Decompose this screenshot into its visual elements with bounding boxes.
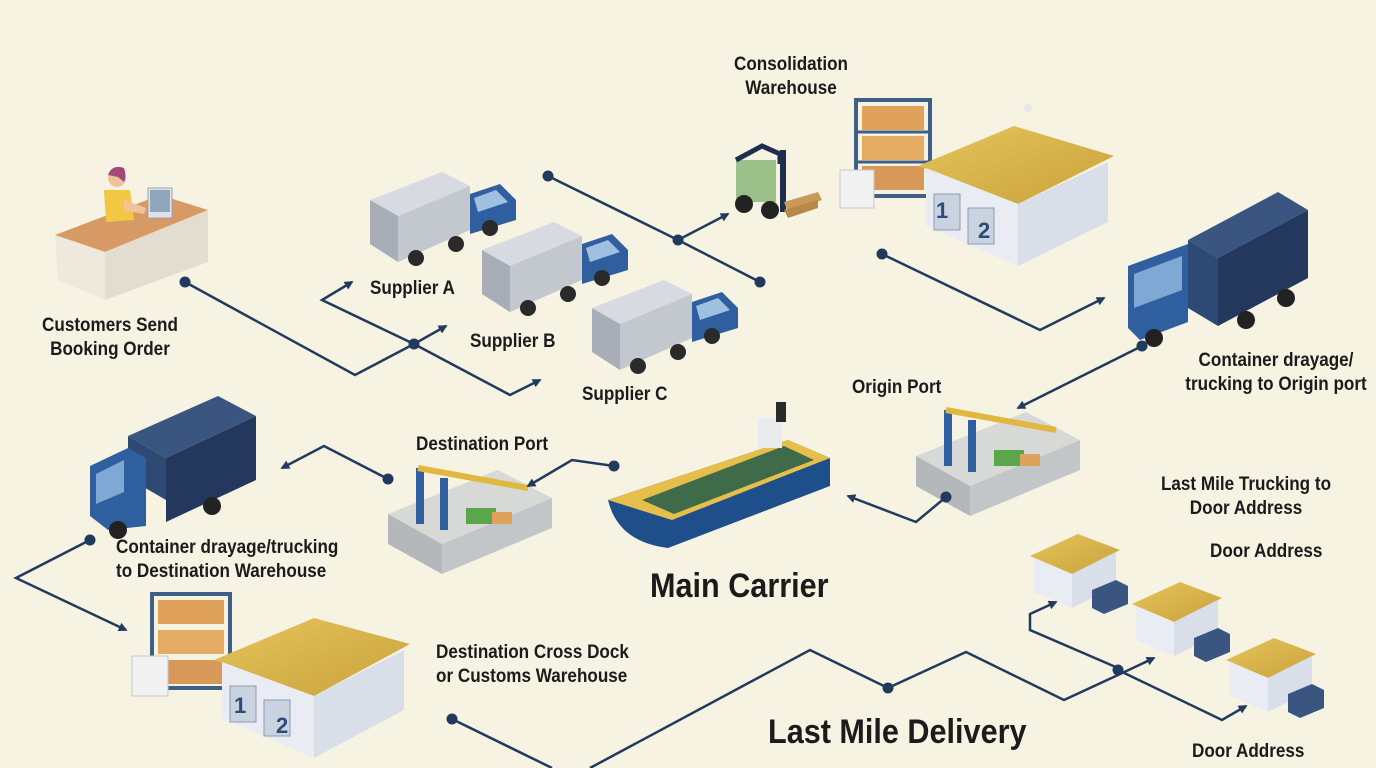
- destination-shelf-icon: [131, 592, 232, 697]
- label-consolidation-warehouse: Consolidation Warehouse: [734, 54, 848, 99]
- label-last-mile-trucking: Last Mile Trucking to Door Address: [1160, 474, 1332, 519]
- origin-drayage-truck-icon: [1128, 192, 1308, 347]
- label-destination-cross-dock: Destination Cross Dock or Customs Wareho…: [436, 642, 629, 687]
- label-door-address-2: Door Address: [1192, 741, 1305, 762]
- customer-desk-icon: [55, 166, 208, 300]
- connector-warehouse-drayage: [881, 252, 1106, 332]
- door-address-house-1-icon: [1030, 534, 1128, 614]
- label-origin-port: Origin Port: [852, 377, 942, 398]
- label-door-address-1: Door Address: [1210, 541, 1323, 562]
- connector-last-mile-main: [589, 648, 1119, 768]
- label-supplier-a: Supplier A: [370, 278, 455, 299]
- destination-door-1: 1: [234, 693, 247, 718]
- consolidation-door-1: 1: [936, 198, 949, 223]
- connector-drayage-origin-port: [1016, 344, 1143, 410]
- connector-customers-hub: [184, 280, 415, 377]
- label-supplier-c: Supplier C: [582, 384, 668, 405]
- label-last-mile-delivery: Last Mile Delivery: [768, 713, 1027, 751]
- connector-to-supplier-c: [413, 342, 542, 397]
- consolidation-door-2: 2: [978, 218, 991, 243]
- door-address-house-2-icon: [1132, 582, 1230, 662]
- connector-to-supplier-a: [319, 280, 415, 346]
- supplier-a-truck-icon: [370, 172, 516, 266]
- consolidation-warehouse-icon: [918, 104, 1114, 266]
- label-drayage-origin: Container drayage/ trucking to Origin po…: [1185, 350, 1367, 395]
- cargo-ship-icon: [608, 402, 830, 548]
- connector-nodes: [84, 170, 1148, 725]
- connector-origin-port-ship: [846, 494, 947, 524]
- destination-warehouse-icon: [214, 618, 410, 758]
- supplier-b-truck-icon: [482, 222, 628, 316]
- destination-port-crane-icon: [388, 465, 552, 574]
- connector-suppliers-consolidation: [547, 174, 730, 242]
- label-main-carrier: Main Carrier: [650, 567, 829, 605]
- label-customers: Customers Send Booking Order: [42, 315, 178, 360]
- label-supplier-b: Supplier B: [470, 331, 556, 352]
- label-destination-port: Destination Port: [416, 434, 549, 455]
- connector-last-mile: [451, 717, 553, 768]
- connector-ship-destination-port: [526, 458, 615, 488]
- connector-to-supplier-b: [413, 324, 448, 346]
- storage-shelf-icon: [839, 98, 932, 209]
- connector-destination-port-truck: [280, 444, 389, 481]
- destination-door-2: 2: [276, 713, 289, 738]
- connector-to-house-3: [1117, 668, 1248, 722]
- supplier-c-truck-icon: [592, 280, 738, 374]
- forklift-icon: [734, 143, 822, 219]
- destination-drayage-truck-icon: [90, 396, 256, 539]
- origin-port-crane-icon: [916, 407, 1080, 516]
- label-drayage-destination: Container drayage/trucking to Destinatio…: [116, 537, 339, 582]
- connectors: [13, 174, 1248, 768]
- connector-truck-warehouse: [13, 538, 128, 632]
- door-address-house-3-icon: [1226, 638, 1324, 718]
- connector-branch-right: [677, 238, 761, 284]
- connector-to-house-1: [1028, 600, 1119, 670]
